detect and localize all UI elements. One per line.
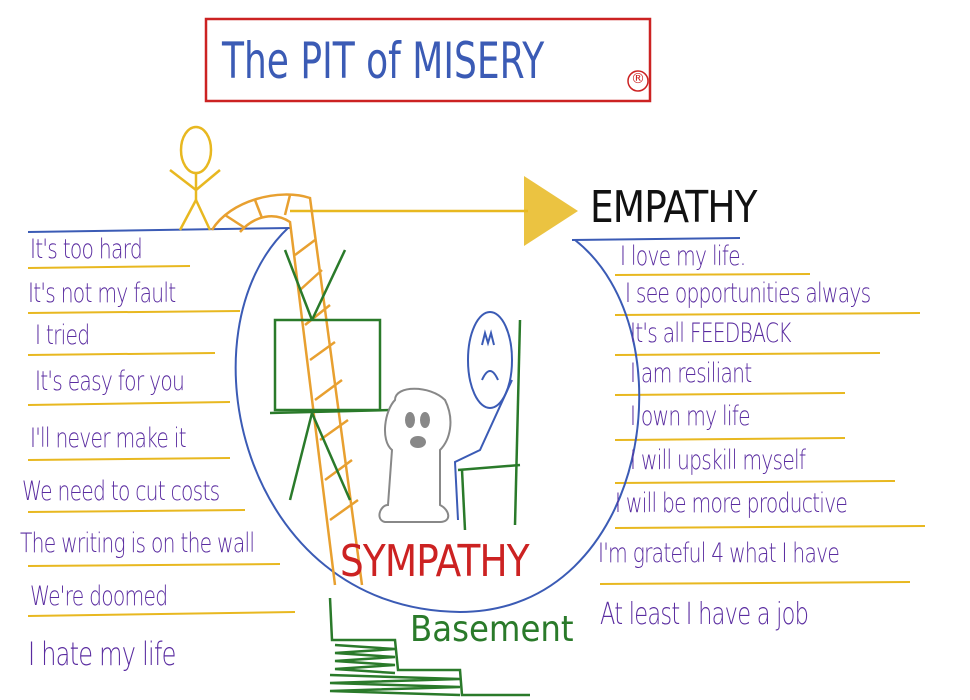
right-phrase: I love my life. — [620, 241, 746, 272]
title-frame — [204, 17, 652, 103]
left-phrase: It's not my fault — [28, 278, 176, 309]
ladder-icon — [210, 193, 364, 586]
left-ledge — [27, 227, 291, 233]
left-phrase: It's easy for you — [35, 366, 185, 397]
arrow-head-icon — [524, 176, 578, 246]
left-phrase: We're doomed — [30, 581, 168, 612]
easel-icon — [269, 249, 391, 501]
stick-figure-icon — [169, 125, 221, 231]
right-phrase: I see opportunities always — [625, 278, 871, 309]
basement-label: Basement — [410, 609, 574, 650]
left-phrase: I'll never make it — [30, 423, 187, 454]
right-phrase: I'm grateful 4 what I have — [598, 538, 840, 569]
registered-circle — [627, 70, 649, 92]
right-phrase: I will be more productive — [615, 488, 848, 519]
empathy-label: EMPATHY — [590, 182, 757, 233]
page-title: The PIT of MISERY — [222, 32, 545, 90]
right-underlines — [599, 273, 926, 585]
chair-icon — [457, 319, 522, 531]
right-ledge — [571, 237, 741, 241]
pit-outline — [234, 227, 641, 614]
left-underlines — [27, 265, 296, 617]
registered-mark: ® — [631, 71, 645, 87]
left-phrase: I tried — [35, 320, 90, 351]
right-phrase: At least I have a job — [600, 597, 809, 632]
right-phrase: I will upskill myself — [630, 445, 806, 476]
sad-dog-icon — [378, 387, 452, 523]
left-phrase: We need to cut costs — [22, 476, 220, 507]
left-phrase: The writing is on the wall — [20, 528, 255, 559]
right-phrase: I own my life — [630, 401, 751, 432]
right-phrase: I am resiliant — [630, 358, 752, 389]
basement-stairs-icon — [328, 597, 530, 697]
left-phrase: I hate my life — [28, 635, 176, 673]
sad-person-icon — [453, 311, 513, 521]
sympathy-label: SYMPATHY — [340, 536, 530, 587]
right-phrase: It's all FEEDBACK — [630, 318, 792, 349]
left-phrase: It's too hard — [30, 234, 143, 265]
